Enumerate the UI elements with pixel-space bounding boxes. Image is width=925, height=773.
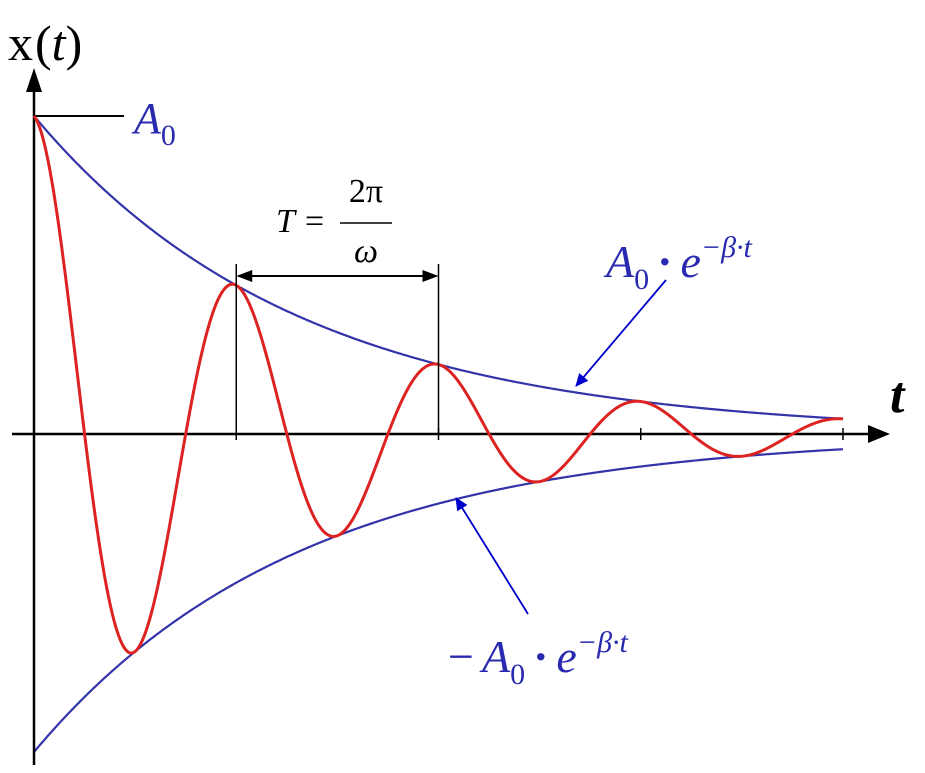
upper-envelope-label-sub: 0 xyxy=(634,263,649,296)
period-formula-denominator: ω xyxy=(354,233,378,270)
period-formula-numerator: 2π xyxy=(349,173,383,210)
lower-envelope-curve xyxy=(33,448,844,753)
y-axis-label-close: ) xyxy=(66,15,83,71)
a0-label-sub: 0 xyxy=(161,119,176,152)
upper-envelope-label-e: e xyxy=(680,236,700,287)
lower-envelope-label: −A0·e−β·t xyxy=(448,626,629,691)
y-axis-label-open: ( xyxy=(35,15,52,71)
lower-envelope-pointer-arrow xyxy=(455,497,529,615)
y-axis-arrowhead xyxy=(26,68,42,92)
upper-envelope-label-exp: −β·t xyxy=(701,231,753,264)
lower-envelope-label-minus: − xyxy=(448,631,474,682)
upper-envelope-label-base: A xyxy=(603,236,635,287)
lower-envelope-label-base: A xyxy=(479,631,511,682)
a0-label-base: A xyxy=(131,94,162,143)
lower-envelope-label-exp: −β·t xyxy=(577,626,629,659)
y-axis-label: x(t) xyxy=(8,15,82,71)
upper-envelope-label-dot: · xyxy=(657,236,672,287)
y-axis-label-main: x xyxy=(8,15,33,71)
period-formula-lhs: T = xyxy=(276,203,326,240)
period-dimension-arrowhead-right xyxy=(422,270,439,282)
upper-envelope-label: A0·e−β·t xyxy=(603,231,753,296)
x-axis-label: t xyxy=(890,367,906,424)
lower-envelope-label-sub: 0 xyxy=(510,658,525,691)
lower-envelope-label-dot: · xyxy=(533,631,548,682)
period-dimension-arrowhead-left xyxy=(236,270,253,282)
y-axis-label-var: t xyxy=(52,15,67,71)
x-axis-arrowhead xyxy=(868,425,890,443)
a0-label: A0 xyxy=(131,94,176,152)
lower-envelope-label-e: e xyxy=(556,631,576,682)
upper-envelope-pointer-arrow xyxy=(575,279,667,387)
